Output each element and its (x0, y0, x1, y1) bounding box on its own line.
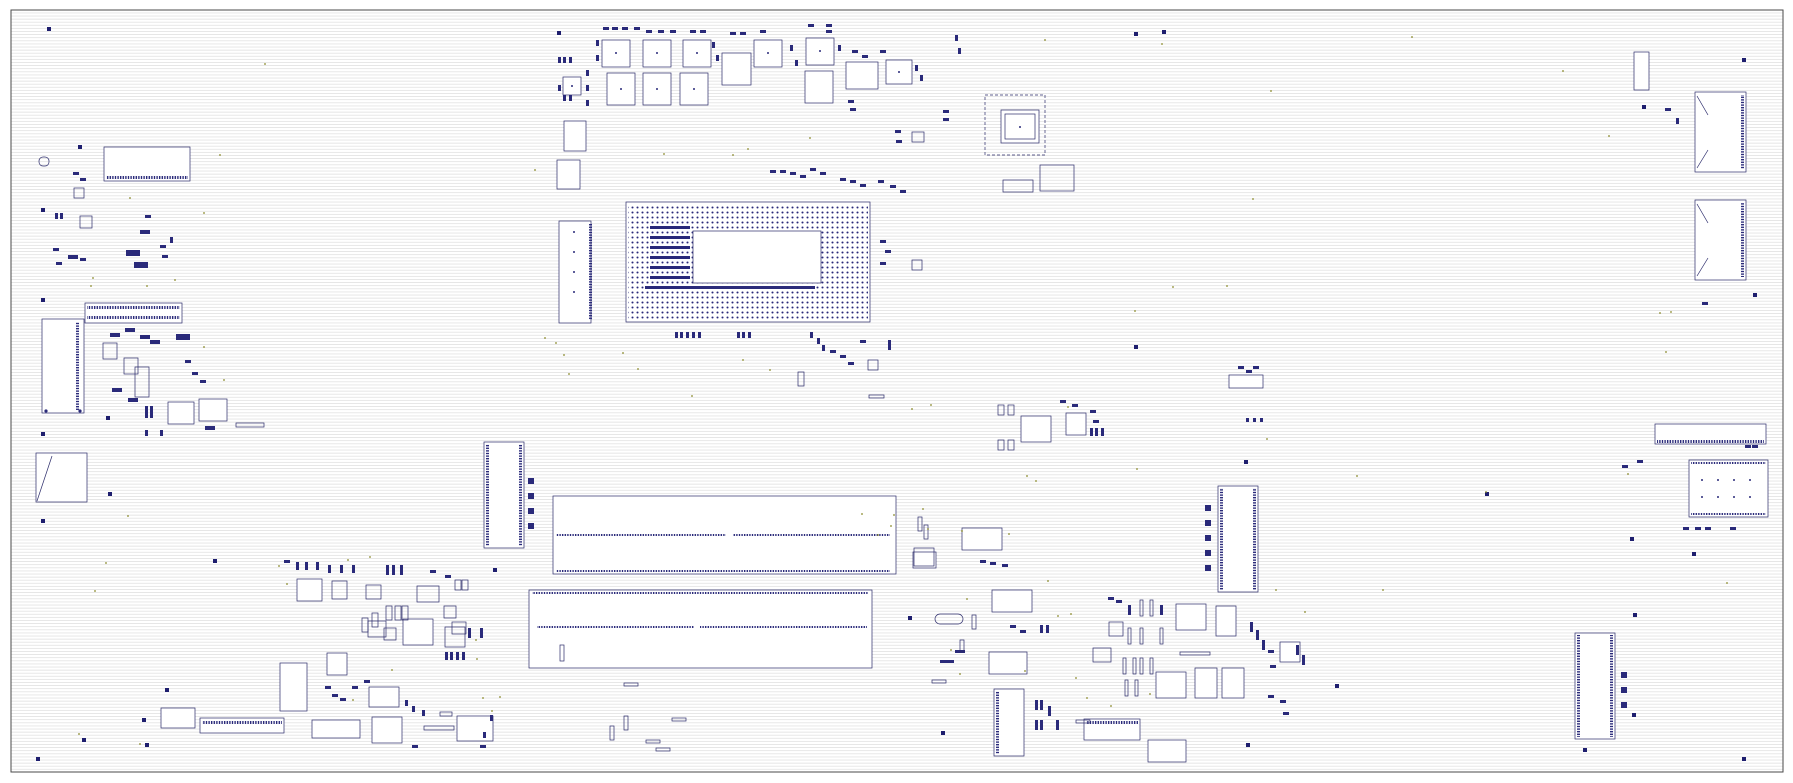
connector-vertical-bottom-center (993, 688, 1025, 757)
board-hatch-fill (11, 10, 1783, 772)
ic-center-lower-b (912, 551, 937, 569)
connector-vertical-bottom-right (1574, 632, 1616, 740)
ic-center-lower-d (988, 651, 1028, 675)
via-dots (78, 36, 1728, 745)
power-inductor-row (556, 37, 913, 190)
cpu-bga-package (625, 201, 871, 323)
ic-middle-right-a (1020, 415, 1052, 443)
memory-slot-upper (552, 495, 897, 575)
connector-vertical-left (483, 441, 525, 549)
ic-cluster-left (38, 156, 265, 428)
memory-slot-lower (528, 589, 873, 669)
connector-vertical-cpu-left (558, 220, 592, 324)
ic-cluster-top-right (984, 94, 1075, 193)
connector-left-tall (41, 318, 85, 414)
ic-center-lower-c (991, 589, 1033, 613)
connector-right-middle (1694, 199, 1747, 281)
ic-cluster-bottom-left (160, 578, 494, 744)
board-outline (10, 9, 1784, 773)
connector-left-top (103, 146, 191, 182)
passive-components (53, 24, 1758, 752)
connector-left-horizontal (84, 302, 183, 324)
connector-right-horizontal (1654, 423, 1767, 445)
ic-cluster-bottom-right (1092, 603, 1301, 763)
component-right-small-tall (1633, 51, 1650, 91)
connector-right-upper (1694, 91, 1747, 173)
connector-bottom-left (199, 717, 285, 734)
connector-left-square (35, 452, 88, 503)
ic-right-small (1228, 374, 1264, 389)
connector-bottom-center (1083, 718, 1141, 741)
ic-center-lower-a (961, 527, 1003, 551)
ic-center-lower-e (934, 613, 964, 625)
ic-middle-right-b (1065, 412, 1087, 436)
connector-right-square (1688, 459, 1769, 518)
connector-vertical-right-center (1217, 485, 1259, 593)
fiducial-marks (36, 27, 1757, 761)
